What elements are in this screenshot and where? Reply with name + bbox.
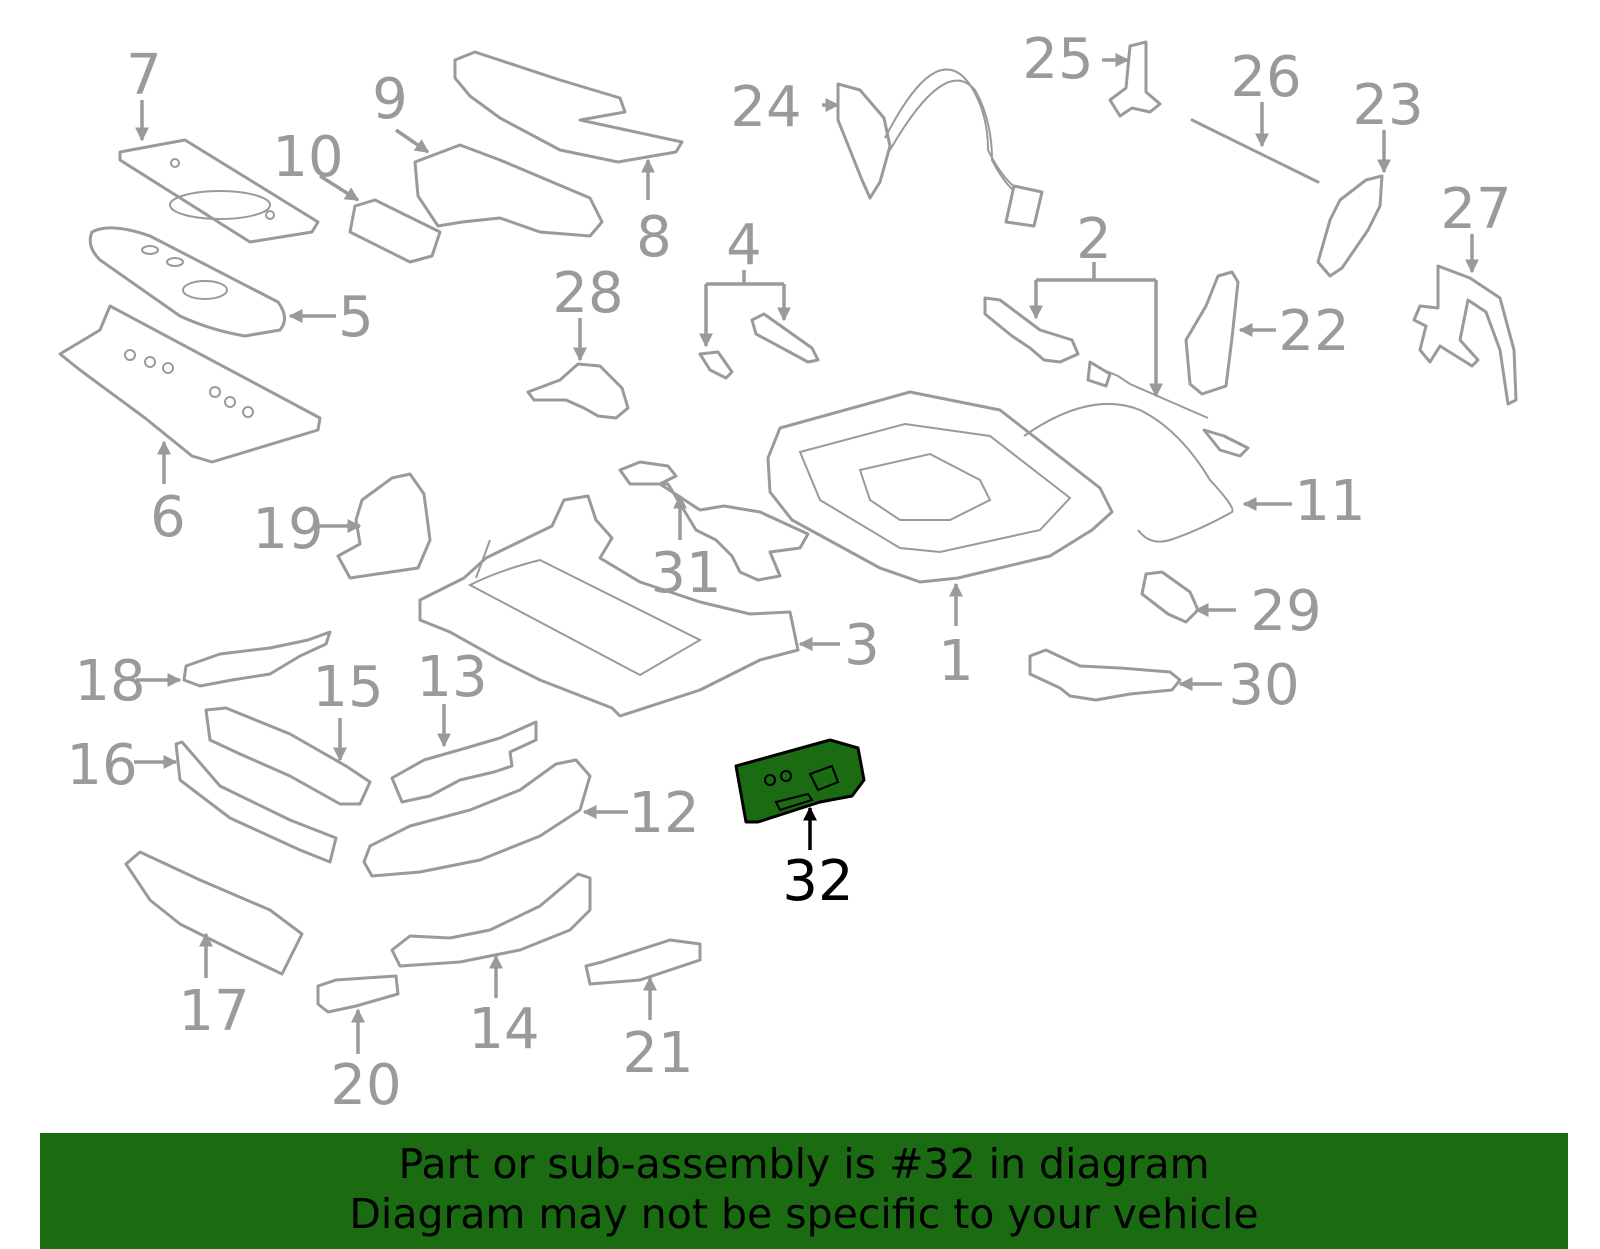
callout-7: 7 bbox=[126, 43, 162, 108]
part-9-shape bbox=[413, 143, 604, 238]
part-29-shape bbox=[1140, 570, 1200, 624]
callout-17: 17 bbox=[178, 979, 249, 1044]
part-10-shape bbox=[348, 198, 442, 264]
part-14-shape bbox=[390, 872, 592, 968]
callout-30: 30 bbox=[1228, 653, 1299, 718]
part-8-shape bbox=[453, 50, 684, 164]
part-19-shape bbox=[336, 472, 432, 580]
callout-4: 4 bbox=[726, 213, 762, 278]
part-7-shape bbox=[118, 138, 320, 244]
callout-31: 31 bbox=[650, 541, 721, 606]
callout-12: 12 bbox=[628, 781, 699, 846]
callout-5: 5 bbox=[338, 285, 374, 350]
part-30-shape bbox=[1028, 648, 1182, 702]
part-23-shape bbox=[1316, 174, 1384, 278]
part-17-shape bbox=[124, 850, 304, 976]
callout-10: 10 bbox=[272, 125, 343, 190]
callout-13: 13 bbox=[416, 645, 487, 710]
part-32-shape bbox=[734, 738, 866, 824]
callout-25: 25 bbox=[1022, 27, 1093, 92]
part-28-shape bbox=[526, 362, 630, 420]
callout-24: 24 bbox=[730, 75, 801, 140]
part-27-shape bbox=[1412, 264, 1518, 406]
part-26-shape bbox=[1190, 118, 1320, 184]
banner-line-1: Part or sub-assembly is #32 in diagram bbox=[398, 1140, 1210, 1188]
part-18-shape bbox=[182, 630, 332, 688]
callout-16: 16 bbox=[66, 733, 137, 798]
callout-29: 29 bbox=[1250, 579, 1321, 644]
callout-27: 27 bbox=[1440, 177, 1511, 242]
callout-26: 26 bbox=[1230, 45, 1301, 110]
part-12-shape bbox=[362, 758, 592, 878]
part-15-shape bbox=[204, 706, 372, 806]
part-20-shape bbox=[316, 974, 400, 1014]
callout-18: 18 bbox=[74, 649, 145, 714]
part-22-shape bbox=[1184, 270, 1240, 396]
info-banner: Part or sub-assembly is #32 in diagram D… bbox=[40, 1133, 1568, 1249]
callout-23: 23 bbox=[1352, 73, 1423, 138]
part-31-shape bbox=[618, 460, 810, 582]
part-24-shape bbox=[836, 68, 1044, 228]
callout-15: 15 bbox=[312, 655, 383, 720]
callout-20: 20 bbox=[330, 1053, 401, 1118]
callout-1: 1 bbox=[938, 629, 974, 694]
callout-19: 19 bbox=[252, 497, 323, 562]
part-6-shape bbox=[58, 304, 322, 464]
callout-22: 22 bbox=[1278, 299, 1349, 364]
callout-labels: 1 2 3 4 5 6 7 8 9 10 11 12 13 14 15 16 1… bbox=[66, 27, 1511, 1118]
part-5-shape bbox=[88, 226, 286, 338]
callout-32: 32 bbox=[782, 849, 853, 914]
callout-28: 28 bbox=[552, 261, 623, 326]
part-4-shape bbox=[698, 312, 820, 380]
part-25-shape bbox=[1108, 40, 1162, 118]
callout-2: 2 bbox=[1076, 207, 1112, 272]
part-1-shape bbox=[766, 390, 1114, 584]
banner-line-2: Diagram may not be specific to your vehi… bbox=[349, 1190, 1259, 1238]
callout-9: 9 bbox=[372, 67, 408, 132]
part-3-shape bbox=[418, 494, 800, 718]
callout-14: 14 bbox=[468, 997, 539, 1062]
part-16-shape bbox=[174, 740, 338, 864]
callout-21: 21 bbox=[622, 1021, 693, 1086]
callout-8: 8 bbox=[636, 205, 672, 270]
part-11-shape bbox=[1023, 403, 1234, 543]
callout-3: 3 bbox=[844, 613, 880, 678]
part-13-shape bbox=[390, 720, 538, 804]
leader-lines bbox=[134, 53, 1479, 1054]
part-2-shape bbox=[983, 296, 1250, 458]
callout-6: 6 bbox=[150, 485, 186, 550]
part-21-shape bbox=[584, 938, 702, 986]
callout-11: 11 bbox=[1294, 469, 1365, 534]
